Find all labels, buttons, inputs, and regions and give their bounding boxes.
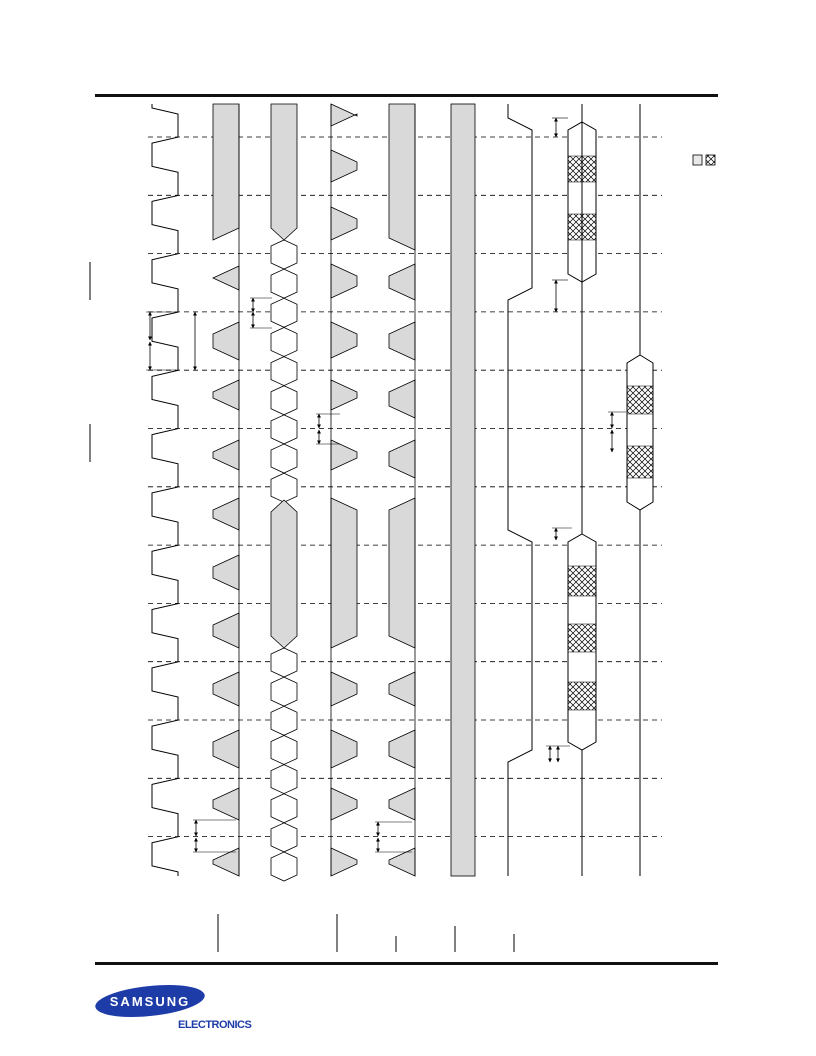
clock-waveform [151,104,179,876]
signal-pulse [388,729,416,769]
signal-pulse [212,265,240,291]
timing-annotations [89,117,626,952]
bus-transition-hatch [567,623,597,653]
signal-pulse [388,263,416,301]
samsung-logo: SAMSUNG [95,983,205,1019]
signal-pulse [212,787,240,821]
signal-pulse [330,847,358,877]
signal-pulse [388,379,416,419]
lane-d [388,103,416,877]
bus-valid-block [626,354,654,511]
bus-cycle [270,297,298,328]
signal-pulse [388,321,416,361]
bus-transition-hatch [567,681,597,711]
header-rule [95,94,718,97]
data-bus-lanes [567,104,654,876]
bus-cycle [270,705,298,736]
signal-lanes [212,103,533,882]
signal-pulse [330,379,358,411]
bus-cycle [270,793,298,824]
dq-burst-2 [567,104,597,751]
control-signal [507,104,533,876]
signal-pulse [388,787,416,821]
signal-pulse [212,497,240,531]
bus-cycle [270,443,298,474]
signal-pulse [330,206,358,241]
signal-pulse [330,263,358,299]
dont-care-cell-icon [705,154,716,166]
bus-cycle [270,239,298,270]
bus-cycle [270,764,298,795]
signal-pulse [330,787,358,821]
bus-cycle [270,472,298,503]
bus-cycle [270,385,298,416]
bus-transition-hatch [626,445,654,479]
signal-pulse [388,103,416,251]
footer-rule [95,962,718,965]
bus-cycle [270,356,298,387]
bus-cycle [270,735,298,765]
signal-pulse [330,149,358,183]
blank-cell-icon [692,154,703,166]
signal-pulse [212,554,240,591]
signal-pulse [330,103,358,127]
bus-transition-hatch [626,385,654,415]
lane-a [212,103,240,877]
bus-transition-hatch [567,565,597,597]
logo-text: SAMSUNG [109,993,191,1009]
dq-burst-3 [626,104,654,511]
signal-pulse [388,439,416,479]
signal-pulse [212,729,240,769]
bus-region [270,103,298,241]
signal-pulse [212,612,240,649]
signal-pulse [330,439,358,471]
signal-pulse [388,671,416,707]
signal-pulse [212,439,240,471]
bus-region [270,499,298,649]
signal-pulse [212,671,240,707]
signal-pulse [388,497,416,649]
signal-pulse [330,497,358,649]
signal-pulse [330,321,358,359]
bus-cycle [270,851,298,882]
bus-cycle [270,414,298,445]
signal-pulse [212,103,240,241]
lane-b [270,103,298,882]
brand-subtitle: ELECTRONICS [178,1019,252,1031]
lane-c [330,103,358,877]
static-signal-lane [450,103,476,877]
bus-cycle [270,268,298,299]
signal-pulse [212,379,240,411]
bus-cycle [270,327,298,357]
bus-cycle [270,647,298,678]
bus-cycle [270,676,298,707]
signal-pulse [330,729,358,769]
lane-e [507,104,533,876]
bus-cycle [270,822,298,853]
signal-pulse [330,671,358,707]
signal-pulse [212,321,240,361]
clock-signal [151,104,179,876]
